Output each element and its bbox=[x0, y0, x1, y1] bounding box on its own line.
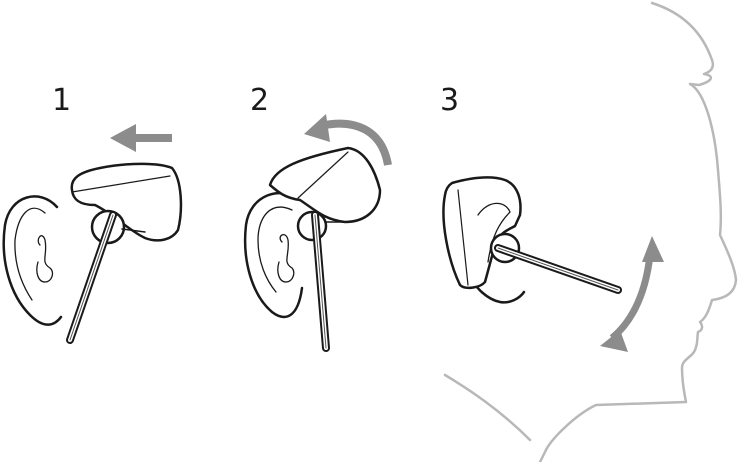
ear-step-2 bbox=[243, 191, 304, 318]
head-profile-outline bbox=[443, 1, 738, 462]
step-2-label: 2 bbox=[250, 83, 270, 118]
double-headed-curved-arrow bbox=[600, 236, 664, 352]
straight-left-arrow bbox=[110, 124, 172, 152]
headset-step-2 bbox=[268, 146, 382, 352]
ear-step-1 bbox=[2, 195, 63, 326]
step-1-label: 1 bbox=[52, 83, 72, 118]
headset-step-1 bbox=[66, 162, 183, 344]
curved-counterclockwise-arrow bbox=[304, 114, 392, 166]
headset-step-3 bbox=[442, 176, 622, 294]
step-3-label: 3 bbox=[440, 83, 460, 118]
